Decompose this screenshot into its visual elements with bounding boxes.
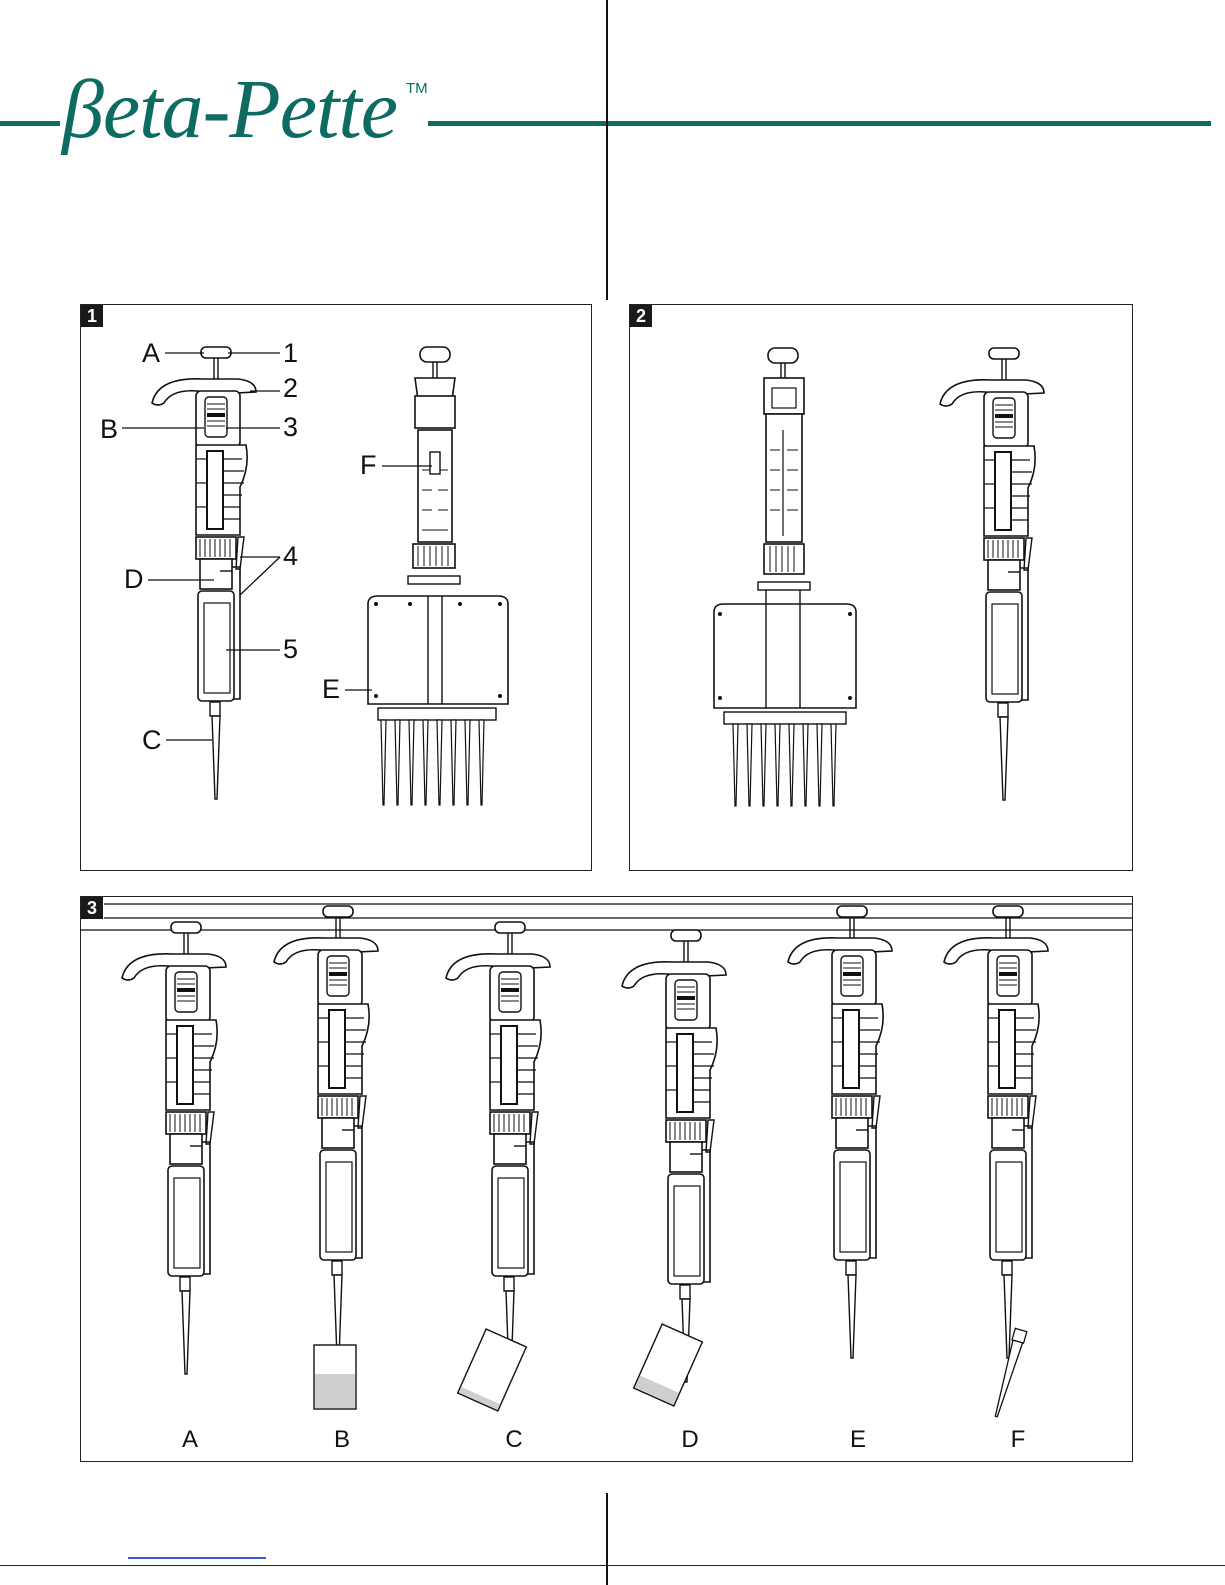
- step-label-F: F: [998, 1428, 1038, 1452]
- step-label-A: A: [170, 1428, 210, 1452]
- step-label-B: B: [322, 1428, 362, 1452]
- step-B-container: [314, 1345, 356, 1409]
- step-label-C: C: [494, 1428, 534, 1452]
- step-C-vessel: [458, 1329, 527, 1411]
- step-D-vessel: [634, 1324, 703, 1406]
- step-label-D: D: [670, 1428, 710, 1452]
- step-label-E: E: [838, 1428, 878, 1452]
